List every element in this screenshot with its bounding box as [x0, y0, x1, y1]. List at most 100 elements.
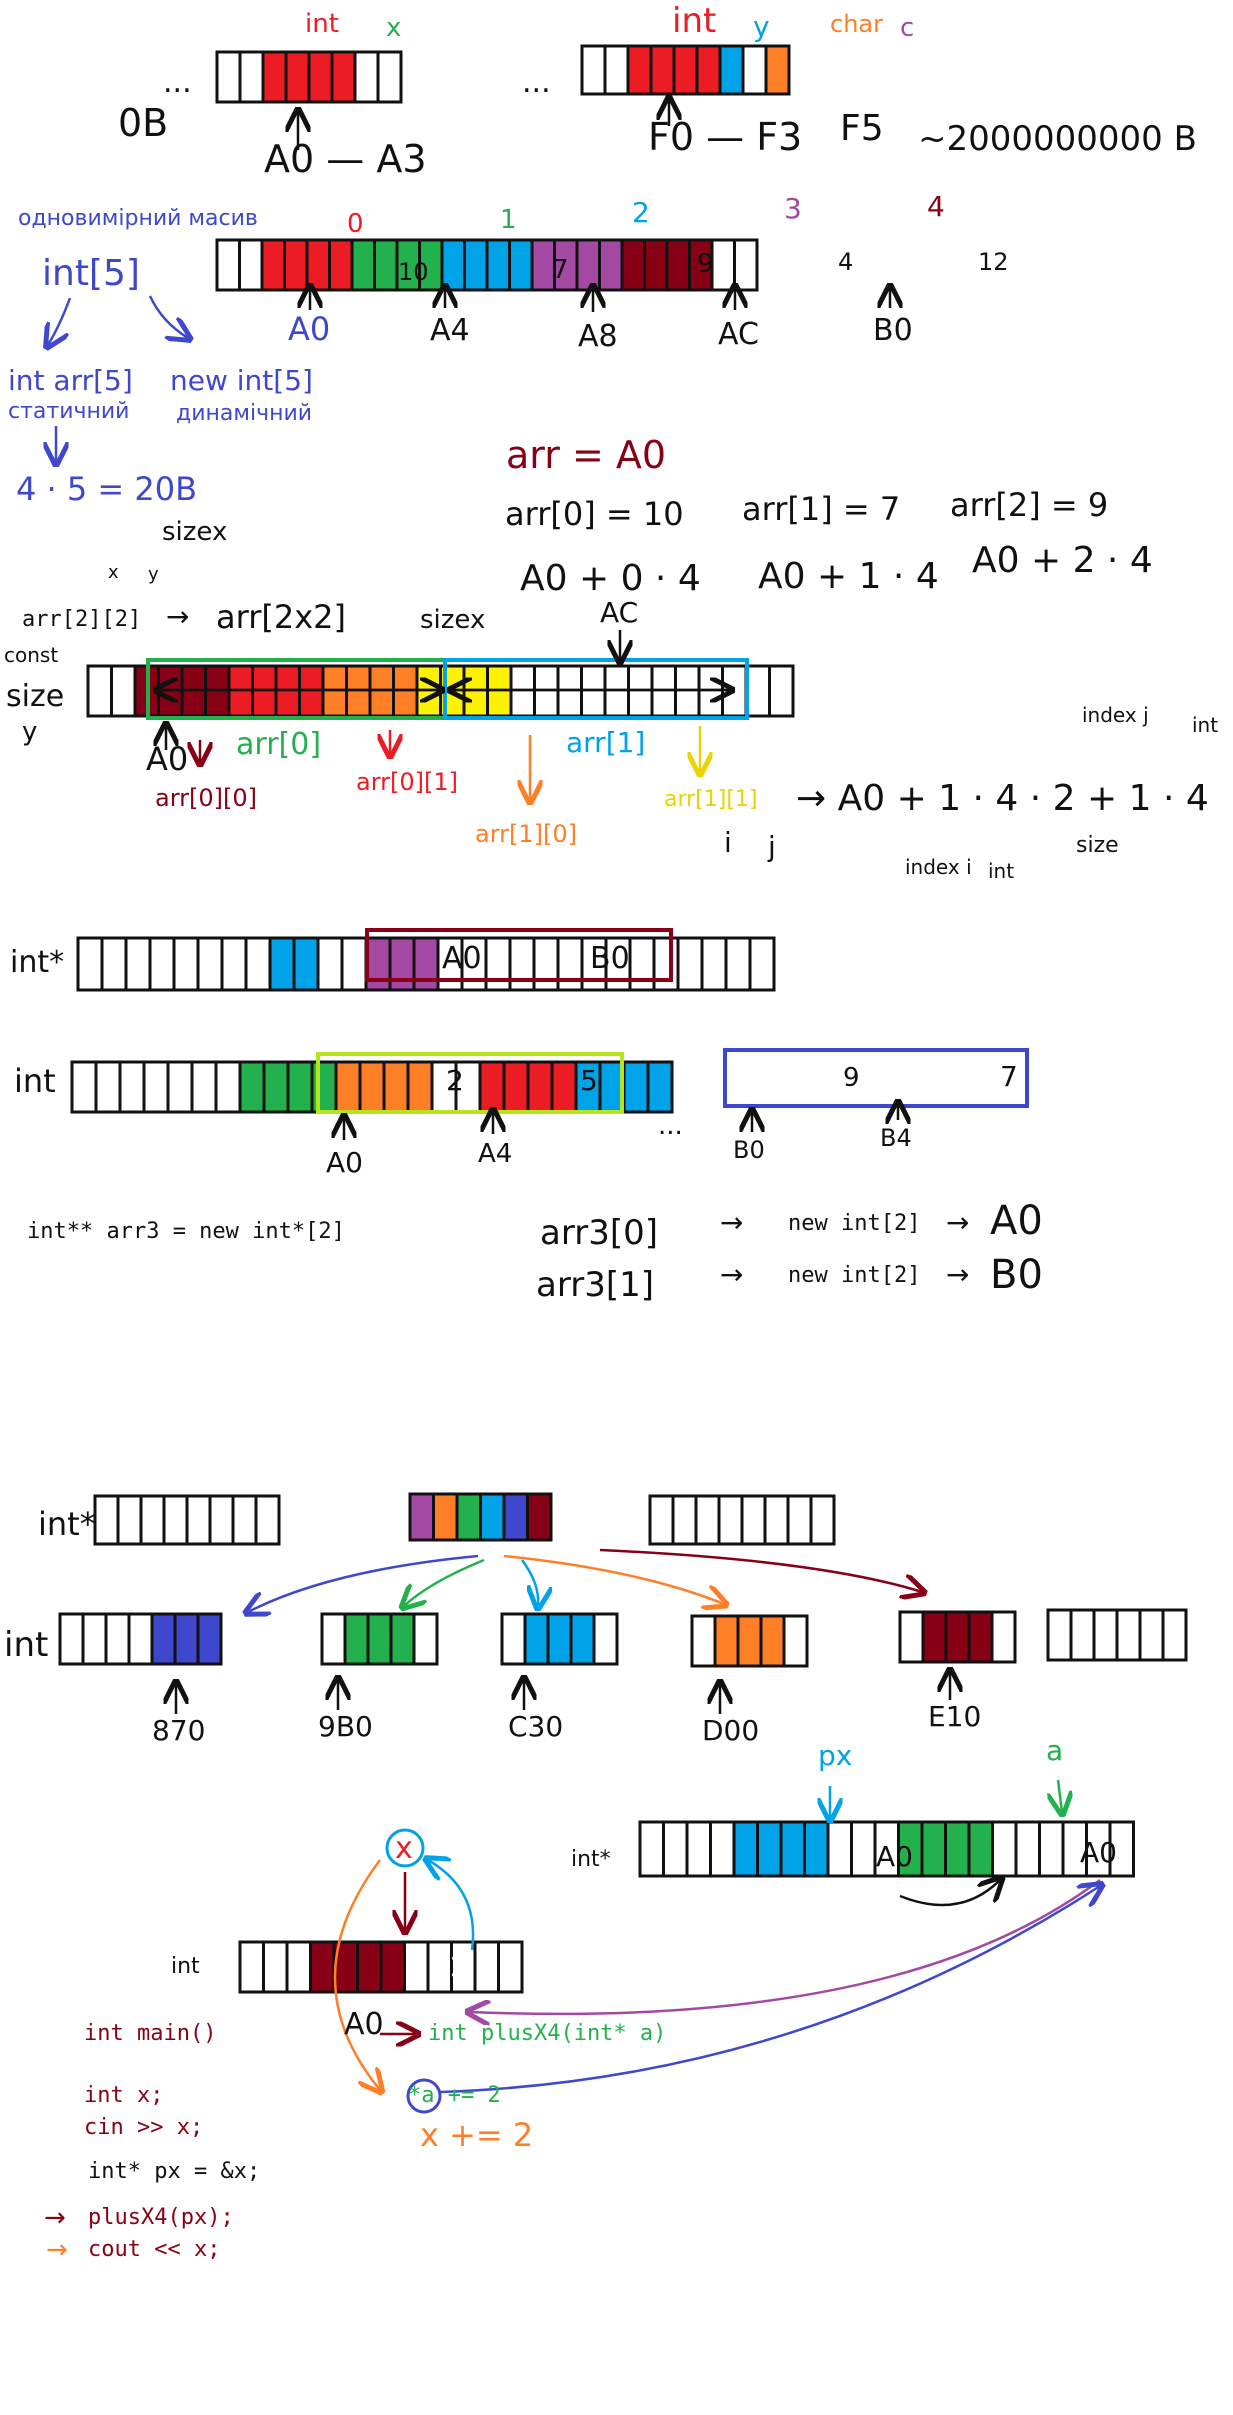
ptr-strip-6b-cell — [432, 1492, 459, 1542]
int-strip-6a-cell — [127, 1612, 154, 1666]
mem-strip-1a-cell — [215, 50, 242, 104]
int-strip-7-cell — [238, 1940, 265, 1994]
code-arr3-decl: int** arr3 = new int*[2] — [27, 1219, 345, 1244]
label-arr01: arr[0][1] — [356, 768, 458, 796]
ptr-strip-5-cell — [268, 936, 296, 992]
ptr-strip-6a-cell — [162, 1494, 189, 1546]
addr-A8: A8 — [578, 319, 618, 354]
mem-strip-1b-cell — [626, 44, 653, 96]
ptr-strip-5-cell — [196, 936, 224, 992]
ptr-strip-7-cell — [803, 1820, 830, 1878]
arr3-1: arr3[1] — [536, 1265, 654, 1305]
const-label: const — [4, 643, 58, 667]
ptr-strip-5-cell — [628, 936, 656, 992]
int5-label: int[5] — [42, 253, 140, 294]
ptr-strip-5-cell — [220, 936, 248, 992]
value-4: 4 — [838, 248, 853, 276]
dots-left: ... — [163, 65, 192, 100]
mem-strip-1b-cell — [718, 44, 745, 96]
int-strip-6f-cell — [1092, 1608, 1119, 1662]
int-strip-5-cell — [286, 1060, 314, 1114]
array-int5-strip-cell — [328, 238, 354, 292]
y-small: y — [148, 564, 159, 585]
arrow-cell-to-x — [428, 1860, 475, 1951]
ptr-strip-5-cell — [124, 936, 152, 992]
arrow-arr3-0: → — [720, 1206, 743, 1239]
ptr-strip-5-cell — [676, 936, 704, 992]
ptr-strip-6b-cell — [408, 1492, 435, 1542]
addr-E10: E10 — [928, 1700, 981, 1733]
int-strip-5-cell — [70, 1060, 98, 1114]
formula-2d: → A0 + 1 · 4 · 2 + 1 · 4 — [796, 778, 1209, 819]
int-strip-5-cell — [478, 1060, 506, 1114]
formula-0: A0 + 0 · 4 — [520, 558, 701, 599]
sizex-mid: sizex — [420, 605, 485, 635]
ptr-strip-6c-cell — [648, 1494, 675, 1546]
label-arr10: arr[1][0] — [475, 820, 577, 848]
arrow-cout: → — [46, 2235, 68, 2265]
arr3-1-new: new int[2] — [788, 1263, 920, 1288]
label-size-2d: size — [1076, 833, 1119, 858]
int-strip-5-cell — [238, 1060, 266, 1114]
arr1-eq: arr[1] = 7 — [742, 490, 900, 528]
frame-ptr-5 — [365, 928, 673, 982]
int-strip-6d-cell — [736, 1614, 763, 1668]
label-arr00: arr[0][0] — [155, 784, 257, 812]
ptr-to-C30 — [520, 1559, 538, 1606]
int-value-9: 9 — [843, 1063, 860, 1093]
arr0-eq: arr[0] = 10 — [505, 495, 684, 533]
int-strip-5-cell — [358, 1060, 386, 1114]
code-cout: cout << x; — [88, 2237, 220, 2262]
arrow-to-dynamic — [148, 295, 188, 338]
addr-A4-5: A4 — [478, 1139, 512, 1169]
mem-strip-1b-cell — [580, 44, 607, 96]
x-value-2: 2 — [450, 1950, 468, 1983]
int-strip-6a-cell — [104, 1612, 131, 1666]
int-strip-6b-cell — [320, 1612, 347, 1666]
ptr-strip-5-cell — [724, 936, 752, 992]
ptr-strip-6a-cell — [93, 1494, 120, 1546]
memory-cells — [58, 44, 1188, 1994]
int-value-7: 7 — [1000, 1060, 1018, 1093]
addr-A0-7: A0 — [344, 2007, 384, 2042]
mem-strip-1b-cell — [695, 44, 722, 96]
int-strip-5-cell — [262, 1060, 290, 1114]
int-strip-5-cell — [646, 1060, 674, 1114]
ptr-strip-7-cell — [1108, 1820, 1135, 1878]
index-4: 4 — [927, 190, 945, 223]
mem-strip-1b-cell — [672, 44, 699, 96]
int-strip-7-cell — [309, 1940, 336, 1994]
ptr-strip-6c-cell — [717, 1494, 744, 1546]
ptr-value-B0: B0 — [590, 941, 630, 976]
ptr-to-9B0 — [404, 1558, 485, 1606]
annotation-lines — [48, 100, 1100, 2114]
arrow-px-to-a — [899, 1880, 1000, 1907]
dots-5: ... — [658, 1111, 683, 1141]
x-plus-2: x += 2 — [420, 2116, 533, 2154]
int-value-2: 2 — [446, 1064, 464, 1097]
addr-9B0: 9B0 — [318, 1710, 373, 1743]
arrow-to-static — [48, 297, 72, 345]
dots-mid: ... — [522, 65, 551, 100]
int-value-5: 5 — [580, 1064, 598, 1097]
label-int-j: int — [1192, 713, 1218, 737]
code-star-a: *a += 2 — [408, 2083, 501, 2108]
label-arr0: arr[0] — [236, 727, 321, 762]
int-strip-6d-cell — [759, 1614, 786, 1668]
int-strip-6a-cell — [150, 1612, 177, 1666]
array-int5-strip-cell — [598, 238, 624, 292]
int-strip-5-cell — [118, 1060, 146, 1114]
int-strip-6c-cell — [569, 1612, 596, 1666]
mem-strip-1b-cell — [764, 44, 791, 96]
label-int-y-type: int — [672, 1, 716, 41]
ptr-strip-5-cell — [556, 936, 584, 992]
array-int5-strip-cell — [665, 238, 691, 292]
int-strip-6e-cell — [967, 1610, 994, 1664]
size-calc: 4 · 5 = 20B — [16, 470, 197, 508]
static-decl: int arr[5] — [8, 364, 133, 397]
array-int5-strip-cell — [260, 238, 286, 292]
int-strip-7-cell — [497, 1940, 524, 1994]
ptr-strip-6b-cell — [502, 1492, 529, 1542]
addr-0B: 0B — [118, 101, 168, 145]
